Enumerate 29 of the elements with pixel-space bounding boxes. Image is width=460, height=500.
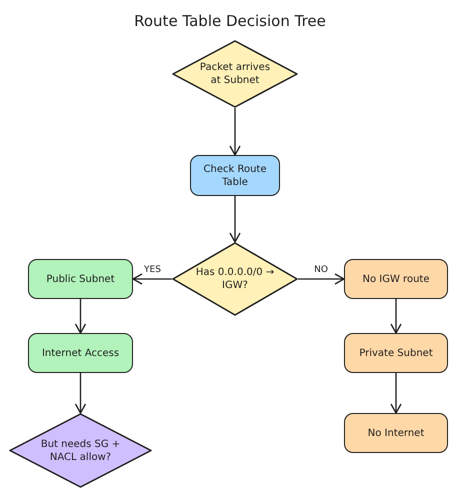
arrow	[390, 299, 402, 334]
arrow	[229, 196, 241, 243]
process-box	[28, 333, 133, 373]
process-box	[344, 259, 448, 299]
decision-diamond	[172, 242, 298, 316]
edge-label: NO	[313, 266, 329, 275]
node-text: No IGW route	[362, 272, 430, 286]
node-text: But needs SG + NACL allow?	[40, 438, 122, 464]
arrow	[229, 108, 241, 156]
decision-diamond	[9, 413, 152, 488]
decision-diamond	[172, 40, 298, 108]
node-text: Has 0.0.0.0/0 → IGW?	[195, 266, 275, 292]
node-text: Check Route Table	[202, 162, 268, 188]
diagram-title: Route Table Decision Tree	[134, 11, 326, 32]
arrow	[132, 273, 172, 285]
arrow	[74, 299, 86, 334]
arrow	[298, 273, 345, 285]
node-text: No Internet	[368, 426, 424, 440]
node-text: Public Subnet	[46, 272, 115, 286]
arrow	[390, 373, 402, 414]
process-box	[344, 413, 448, 453]
process-box	[190, 155, 280, 196]
node-text: Packet arrives at Subnet	[198, 61, 272, 87]
process-box	[28, 259, 133, 299]
process-box	[344, 333, 448, 373]
node-text: Internet Access	[42, 346, 120, 360]
edge-label: YES	[143, 266, 162, 275]
arrow	[74, 373, 86, 414]
node-text: Private Subnet	[359, 346, 433, 360]
